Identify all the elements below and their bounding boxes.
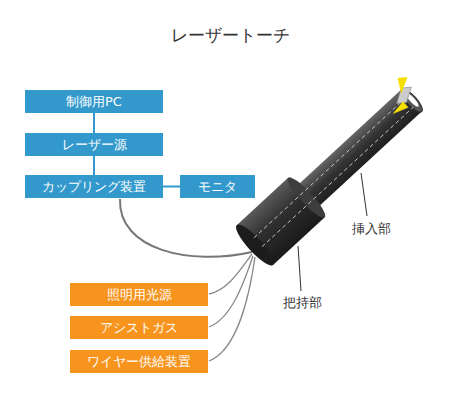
- connector: [163, 186, 180, 188]
- system-box: レーザー源: [25, 133, 163, 156]
- part-name: 挿入部: [352, 220, 391, 238]
- connector: [93, 113, 95, 133]
- laser-torch: [232, 72, 440, 270]
- system-box: カップリング装置: [25, 175, 163, 198]
- box-label: 制御用PC: [66, 93, 122, 111]
- system-box: 制御用PC: [25, 90, 163, 113]
- system-box: モニタ: [180, 175, 255, 198]
- box-label: アシストガス: [100, 319, 178, 337]
- box-label: 照明用光源: [107, 286, 172, 304]
- box-label: モニタ: [198, 178, 237, 196]
- box-label: ワイヤー供給装置: [87, 353, 191, 371]
- box-label: レーザー源: [62, 136, 127, 154]
- supply-box: 照明用光源: [70, 283, 208, 306]
- connector: [93, 156, 95, 175]
- supply-box: ワイヤー供給装置: [70, 350, 208, 373]
- part-name: 把持部: [283, 294, 322, 312]
- box-label: カップリング装置: [42, 178, 146, 196]
- supply-box: アシストガス: [70, 316, 208, 339]
- diagram-title: レーザートーチ: [171, 24, 290, 47]
